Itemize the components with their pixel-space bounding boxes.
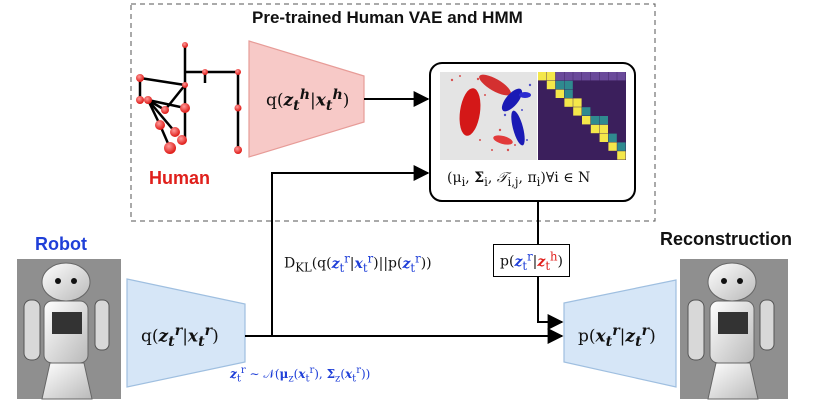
robot-reconstruction-image	[680, 259, 788, 400]
prior-to-decoder-arrow	[537, 276, 564, 330]
heatmap-cell	[582, 72, 591, 81]
kl-divergence-label: DKL(q(ztr|xtr)||p(ztr))	[284, 251, 432, 275]
heatmap-cell	[608, 142, 617, 151]
heatmap-cell	[590, 116, 600, 125]
human-joints-icon	[136, 42, 242, 154]
sampling-label: ztr ∼ 𝒩(μz(xtr), Σz(xtr))	[230, 365, 371, 385]
kl-link-arrow	[271, 165, 430, 336]
human-label: Human	[149, 168, 211, 188]
robot-label: Robot	[35, 234, 87, 254]
hmm-params-label: (μi, Σi, 𝒯i,j, πi)∀i ∈ N	[447, 170, 591, 189]
pretrained-region	[130, 3, 656, 222]
transition-matrix-heatmap	[538, 72, 626, 160]
heatmap-cell	[564, 89, 573, 98]
human-skeleton-icon	[138, 45, 240, 150]
reconstruction-label: Reconstruction	[660, 229, 793, 249]
heatmap-cell	[599, 124, 608, 134]
heatmap-cell	[617, 72, 626, 81]
human-encoder-shape	[248, 40, 365, 158]
diagram-title: Pre-trained Human VAE and HMM	[252, 8, 523, 27]
heatmap-cell	[538, 72, 547, 81]
heatmap-cell	[599, 72, 608, 81]
robot-decoder-shape	[563, 279, 677, 388]
robot-input-image	[17, 259, 121, 400]
heatmap-cell	[564, 72, 573, 81]
heatmap-cell	[555, 89, 564, 98]
human-encoder-label: q(zth|xth)	[266, 87, 350, 115]
heatmap-cell	[573, 98, 582, 107]
heatmap-cell	[608, 133, 617, 142]
heatmap-cell	[599, 116, 608, 125]
heatmap-cell	[590, 124, 600, 134]
heatmap-cell	[617, 151, 626, 160]
heatmap-cell	[573, 107, 582, 116]
robot-encoder-label: q(ztr|xtr)	[141, 323, 219, 351]
prior-term-label: p(ztr|zth)	[493, 244, 570, 278]
robot-decoder-label: p(xtr|ztr)	[578, 323, 656, 351]
heatmap-cell	[546, 80, 556, 90]
heatmap-cell	[564, 80, 573, 90]
heatmap-cell	[555, 80, 564, 90]
heatmap-cell	[590, 72, 600, 81]
heatmap-cell	[564, 98, 573, 107]
heatmap-cell	[599, 133, 608, 142]
heatmap-cell	[546, 72, 556, 81]
heatmap-cell	[555, 72, 564, 81]
latent-scatter-panel	[440, 72, 537, 160]
heatmap-cell	[608, 72, 617, 81]
heatmap-cell	[573, 72, 582, 81]
heatmap-cell	[582, 107, 591, 116]
heatmap-cell	[582, 116, 591, 125]
robot-encoder-shape	[126, 278, 246, 388]
heatmap-cell	[617, 142, 626, 151]
